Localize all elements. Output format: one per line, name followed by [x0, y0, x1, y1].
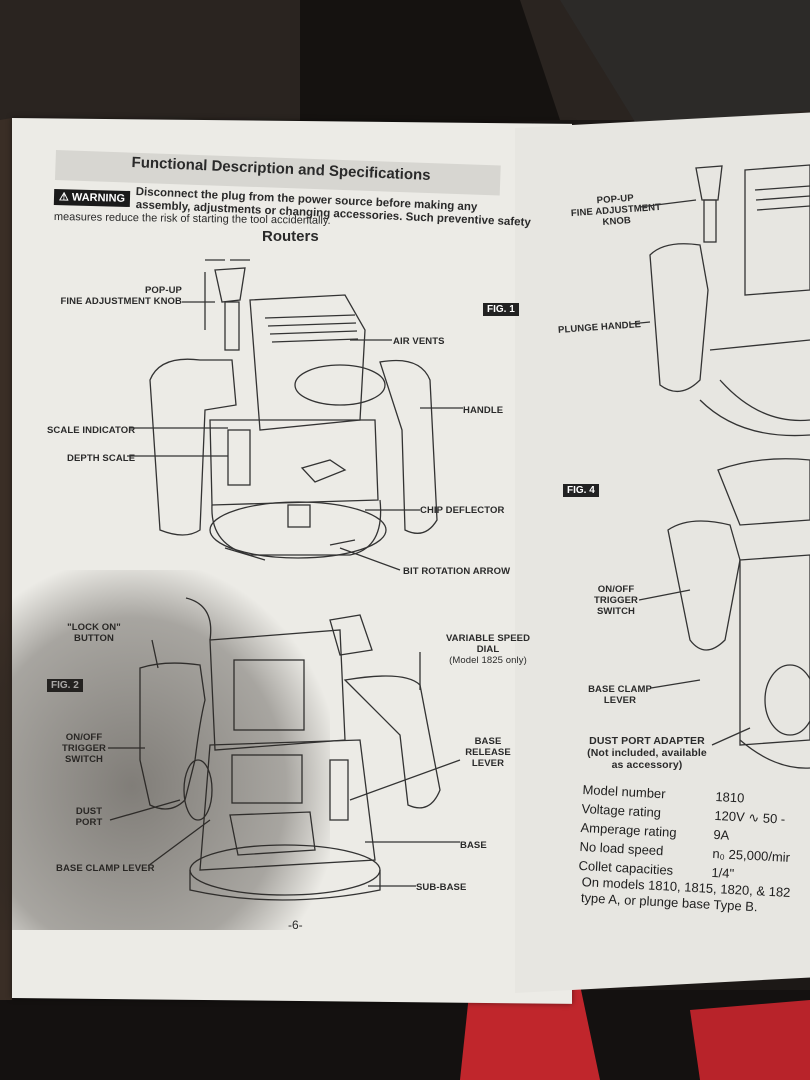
depth-scale-label: DEPTH SCALE — [67, 453, 136, 464]
base-label: BASE — [460, 840, 487, 851]
variable-speed-label: VARIABLE SPEED DIAL (Model 1825 only) — [445, 633, 531, 666]
spec-value: 1810 — [715, 788, 745, 806]
sub-base-label: SUB-BASE — [416, 882, 467, 893]
popup-label: POP-UP FINE ADJUSTMENT KNOB — [60, 285, 182, 307]
right-onoff-label: ON/OFF TRIGGER SWITCH — [594, 584, 638, 617]
fig4-tag: FIG. 4 — [563, 484, 599, 497]
chip-deflector-label: CHIP DEFLECTOR — [420, 505, 505, 516]
fig1-tag: FIG. 1 — [483, 303, 519, 316]
scale-indicator-label: SCALE INDICATOR — [47, 425, 136, 436]
spec-value: 1/4" — [711, 864, 735, 882]
spec-value: 9A — [713, 826, 730, 843]
dust-adapter-label: DUST PORT ADAPTER (Not included, availab… — [587, 735, 707, 771]
air-vents-label: AIR VENTS — [393, 336, 445, 347]
bit-rotation-label: BIT ROTATION ARROW — [403, 566, 511, 577]
handle-label: HANDLE — [463, 405, 504, 416]
section-heading: Routers — [262, 228, 319, 245]
base-release-label: BASE RELEASE LEVER — [465, 736, 511, 769]
right-base-clamp-label: BASE CLAMP LEVER — [588, 684, 652, 706]
